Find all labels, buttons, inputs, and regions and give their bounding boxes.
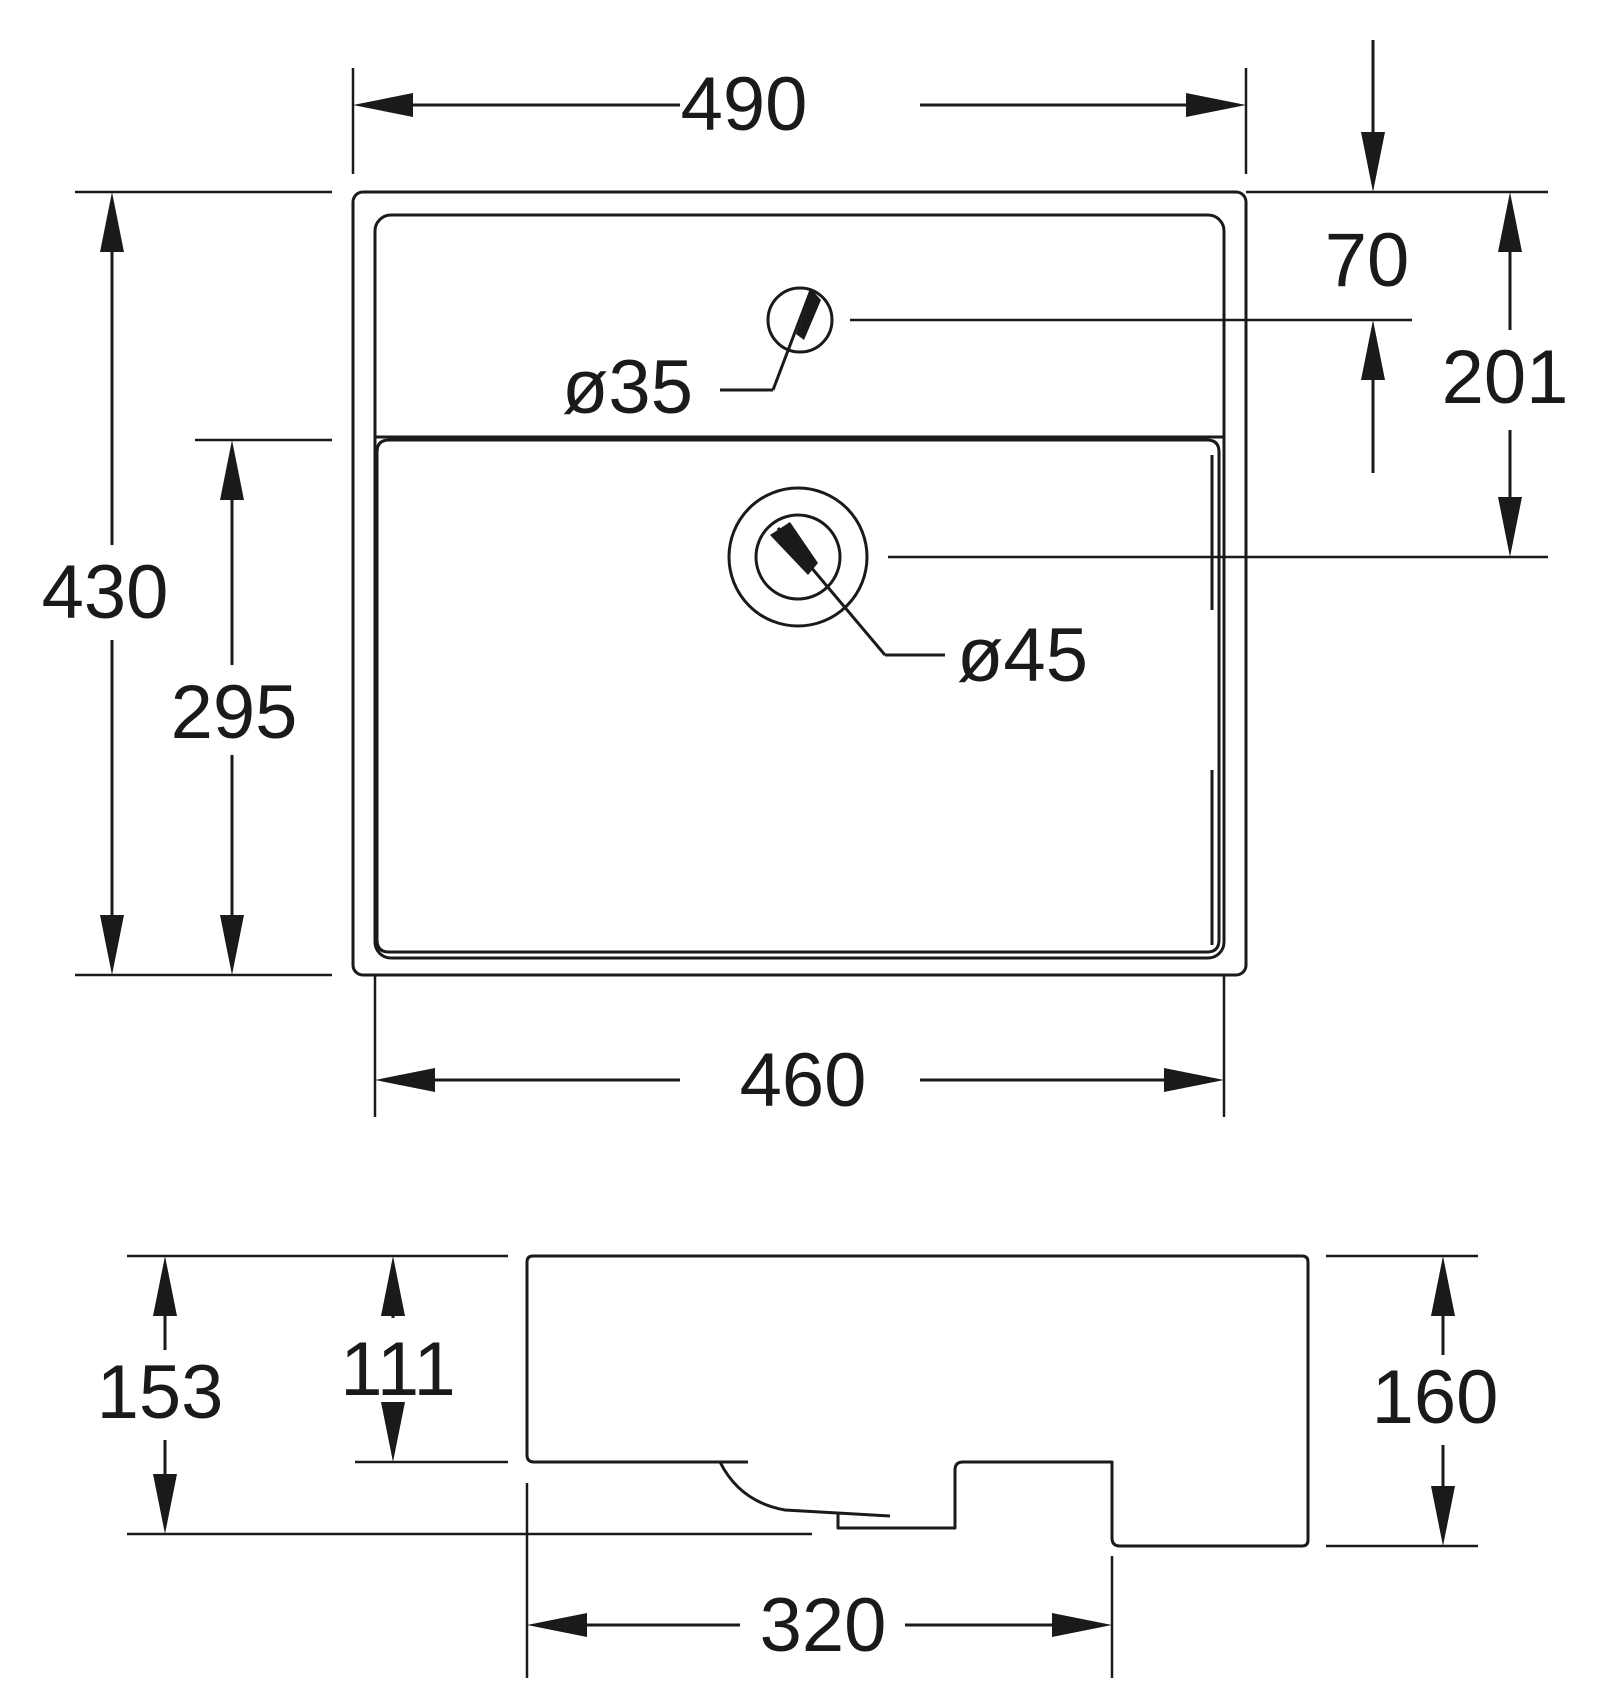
tap-hole-circle — [766, 286, 834, 354]
tap-hole-arrowhead — [796, 290, 821, 340]
side-view: 160 153 111 320 — [97, 1254, 1499, 1678]
basin-rim-inner-outline — [373, 213, 1226, 960]
tap-hole-offset-label: 70 — [1325, 218, 1410, 303]
dimension-70 — [850, 40, 1548, 473]
depth-total-label: 430 — [42, 550, 169, 635]
tap-hole — [720, 286, 834, 392]
dimension-430 — [75, 190, 332, 977]
dimension-201 — [888, 192, 1548, 559]
drain-curve — [718, 1461, 891, 1518]
width-inner-label: 460 — [740, 1038, 867, 1123]
top-view: ø35 ø45 490 460 — [42, 40, 1569, 1123]
dimension-153 — [127, 1254, 812, 1536]
dimension-320 — [525, 1483, 1114, 1678]
side-profile-outline — [533, 1254, 1310, 1548]
drain-outer-ring — [727, 486, 869, 628]
dimension-460 — [373, 975, 1226, 1117]
length-base-label: 320 — [760, 1583, 887, 1668]
height-basin-edge-label: 111 — [340, 1327, 456, 1412]
tap-hole-diameter-label: ø35 — [562, 345, 693, 430]
dimension-111 — [355, 1256, 508, 1464]
height-rim-label: 153 — [97, 1350, 224, 1435]
bowl-outline — [375, 438, 1221, 954]
dimension-490 — [351, 68, 1248, 174]
dimension-160 — [1326, 1254, 1478, 1548]
drain-diameter-label: ø45 — [957, 613, 1088, 698]
width-outer-label: 490 — [681, 62, 808, 147]
drain-inner-ring — [754, 513, 842, 601]
drain-offset-label: 201 — [1442, 335, 1569, 420]
side-profile-rim — [525, 1254, 748, 1464]
depth-bowl-label: 295 — [171, 670, 298, 755]
dimension-295 — [195, 438, 332, 975]
drain-arrowhead — [770, 522, 818, 575]
drain — [727, 486, 945, 657]
basin-outer-outline — [351, 190, 1248, 977]
tap-hole-leader — [771, 289, 813, 391]
height-overall-label: 160 — [1372, 1355, 1499, 1440]
